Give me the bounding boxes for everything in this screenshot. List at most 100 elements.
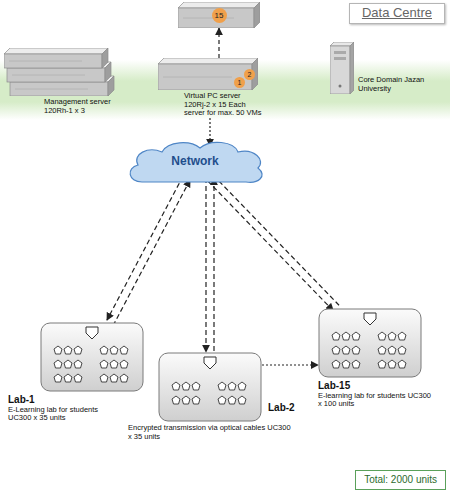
dashed-line <box>218 28 219 58</box>
page-heading: Data Centre <box>349 3 445 24</box>
seat-icon <box>332 332 340 340</box>
seat-icon <box>332 346 340 354</box>
seat-icon <box>110 346 118 354</box>
lab-label: E-Learning lab for students UC300 x 35 u… <box>8 406 122 423</box>
picture <box>330 42 354 94</box>
dashed-line <box>262 364 318 365</box>
dashed-arrow <box>206 178 214 352</box>
seat-icon <box>378 346 386 354</box>
seat-icon <box>388 332 396 340</box>
seat-icon <box>388 346 396 354</box>
seat-icon <box>74 360 82 368</box>
callout-number: 15 <box>212 8 227 23</box>
seat-icon <box>64 374 72 382</box>
seat-icon <box>218 382 226 390</box>
dashed-arrow <box>219 28 220 58</box>
seat-icon <box>110 374 118 382</box>
seat-icon <box>54 346 62 354</box>
seat-icon <box>352 360 360 368</box>
dashed-line <box>114 180 190 324</box>
seat-icon <box>378 332 386 340</box>
dashed-arrow <box>210 118 211 146</box>
lab-room: Lab-2Encrypted transmission via optical … <box>158 352 262 441</box>
monitor-icon <box>86 327 98 339</box>
total-label: Total: 2000 units <box>364 474 437 486</box>
lab-room: Lab-15E-learning lab for students UC300 … <box>318 308 422 409</box>
lab-name: Lab-2 <box>268 402 295 414</box>
picture <box>40 322 144 392</box>
seat-icon <box>238 396 246 404</box>
lab-room: Lab-1E-Learning lab for students UC300 x… <box>40 322 144 423</box>
server-stack: Management server 120Rh-1 x 3 <box>4 48 116 115</box>
seat-icon <box>182 382 190 390</box>
dashed-line <box>205 178 206 352</box>
lab-label: Encrypted transmission via optical cable… <box>128 424 296 441</box>
callout-number: 2 <box>244 69 255 80</box>
seat-icon <box>54 374 62 382</box>
seat-icon <box>388 360 396 368</box>
seat-icon <box>110 360 118 368</box>
seat-icon <box>352 332 360 340</box>
seat-icon <box>172 382 180 390</box>
seat-icon <box>120 374 128 382</box>
seat-icon <box>172 396 180 404</box>
seat-icon <box>352 346 360 354</box>
seat-icon <box>100 374 108 382</box>
seat-icon <box>64 360 72 368</box>
server-label: Management server 120Rh-1 x 3 <box>44 98 116 115</box>
seat-icon <box>238 382 246 390</box>
seat-icon <box>182 396 190 404</box>
dashed-line <box>213 175 339 305</box>
seat-icon <box>378 360 386 368</box>
seat-icon <box>398 346 406 354</box>
seat-icon <box>342 332 350 340</box>
picture <box>158 352 262 422</box>
seat-icon <box>100 346 108 354</box>
seat-icon <box>398 332 406 340</box>
seat-icon <box>74 374 82 382</box>
seat-icon <box>332 360 340 368</box>
seat-icon <box>342 346 350 354</box>
seat-icon <box>64 346 72 354</box>
seat-icon <box>120 360 128 368</box>
dashed-arrow <box>107 176 190 324</box>
dashed-arrow <box>208 175 339 311</box>
seat-icon <box>342 360 350 368</box>
seat-icon <box>192 396 200 404</box>
seat-icon <box>228 382 236 390</box>
lab-label: E-learning lab for students UC300 x 100 … <box>318 392 432 409</box>
picture <box>318 308 422 378</box>
dashed-arrow <box>262 365 318 366</box>
server-node: 15 <box>178 2 260 28</box>
network-cloud: Network <box>120 138 270 186</box>
callout-number: 1 <box>234 77 245 88</box>
dashed-line <box>209 118 210 146</box>
seat-icon <box>74 346 82 354</box>
seat-icon <box>228 396 236 404</box>
lab-name: Lab-1 <box>8 394 144 406</box>
server-tower: Core Domain Jazan University <box>330 42 446 93</box>
server-label: Virtual PC server 120Rj-2 x 15 Each serv… <box>184 92 262 118</box>
monitor-icon <box>364 313 376 325</box>
server-node: Virtual PC server 120Rj-2 x 15 Each serv… <box>158 58 264 118</box>
cloud-label: Network <box>171 155 218 169</box>
monitor-icon <box>204 357 216 369</box>
seat-icon <box>398 360 406 368</box>
total-box: Total: 2000 units <box>355 470 446 490</box>
server-unit <box>4 48 108 68</box>
server-unit <box>158 58 258 90</box>
dashed-line <box>208 181 334 311</box>
seat-icon <box>100 360 108 368</box>
server-label: Core Domain Jazan University <box>358 42 444 93</box>
seat-icon <box>218 396 226 404</box>
seat-icon <box>192 382 200 390</box>
dashed-line <box>213 178 214 352</box>
data-centre-region: Data CentreManagement server 120Rh-1 x 3… <box>0 0 450 136</box>
picture <box>4 48 116 96</box>
server-unit <box>178 2 260 28</box>
dashed-line <box>107 176 183 320</box>
lab-name: Lab-15 <box>318 380 422 392</box>
seat-icon <box>54 360 62 368</box>
seat-icon <box>120 346 128 354</box>
